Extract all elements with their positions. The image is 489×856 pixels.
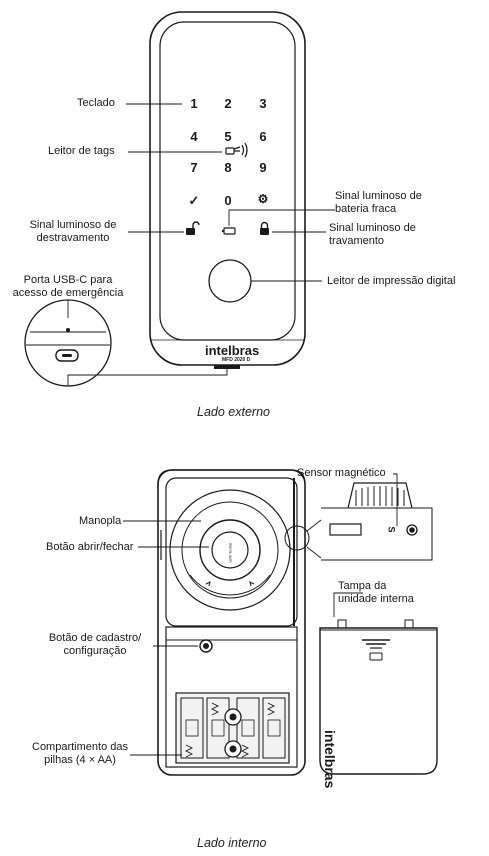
external-leader-lines [126,103,335,282]
external-brand: intelbras [205,343,260,358]
key-2: 2 [224,96,232,111]
key-8: 8 [224,160,232,175]
key-3: 3 [259,96,267,111]
label-tag-reader: Leitor de tags [48,145,115,157]
label-unlock-led-line2: destravamento [36,232,110,244]
unlock-led-icon [186,221,200,235]
label-fingerprint: Leitor de impressão digital [327,275,456,287]
label-open-close: Botão abrir/fechar [46,541,134,553]
key-9: 9 [259,160,267,175]
internal-cover [319,619,438,775]
magnetic-sensor-inset [284,482,433,561]
key-4: 4 [190,129,198,144]
usb-port-inset [24,299,228,387]
key-1: 1 [190,96,198,111]
caption-internal: Lado interno [197,836,267,850]
label-low-battery-line1: Sinal luminoso de [335,190,422,202]
label-lock-led: Sinal luminoso de travamento [329,222,416,248]
label-unlock-led-line1: Sinal luminoso de [29,219,117,231]
label-low-battery-line2: bateria fraca [335,203,397,215]
internal-unit [157,469,306,776]
label-setup-line2: configuração [63,645,127,657]
key-confirm: ✓ [188,193,200,208]
label-cover-line1: Tampa da [338,580,387,592]
key-6: 6 [259,129,267,144]
tag-reader-icon [225,142,248,158]
key-settings: ⚙ [257,192,269,206]
label-usb-line1: Porta USB-C para [23,274,113,286]
cover-brand: intelbras [322,730,338,789]
label-setup-button: Botão de cadastro/ configuração [40,632,150,658]
key-7: 7 [190,160,198,175]
label-knob: Manopla [79,515,122,527]
external-model: MFD 2020 D [222,357,251,363]
label-lock-led-line2: travamento [329,235,385,247]
label-cover: Tampa da unidade interna [338,580,414,606]
label-battery-line1: Compartimento das [32,741,128,753]
label-magnetic-sensor: Sensor magnético [297,467,386,479]
label-usb-port: Porta USB-C para acesso de emergência [6,274,130,300]
fingerprint-reader [208,259,252,303]
label-setup-line1: Botão de cadastro/ [48,632,142,644]
low-battery-led-icon [222,227,236,235]
label-keypad: Teclado [77,97,115,109]
label-lock-led-line1: Sinal luminoso de [329,222,416,234]
key-5: 5 [224,129,232,144]
lock-led-icon [260,221,269,235]
internal-leader-lines [123,473,398,756]
key-0: 0 [224,193,232,208]
label-unlock-led: Sinal luminoso de destravamento [18,219,128,245]
knob-text: abrir fechar [227,542,233,563]
label-low-battery-led: Sinal luminoso de bateria fraca [335,190,422,216]
label-usb-line2: acesso de emergência [12,287,124,299]
external-unit [149,11,306,369]
label-battery-line2: pilhas (4 × AA) [44,754,116,766]
caption-external: Lado externo [197,405,270,419]
label-cover-line2: unidade interna [338,593,414,605]
label-battery-compartment: Compartimento das pilhas (4 × AA) [30,741,130,767]
magnet-letter: S [386,526,397,533]
